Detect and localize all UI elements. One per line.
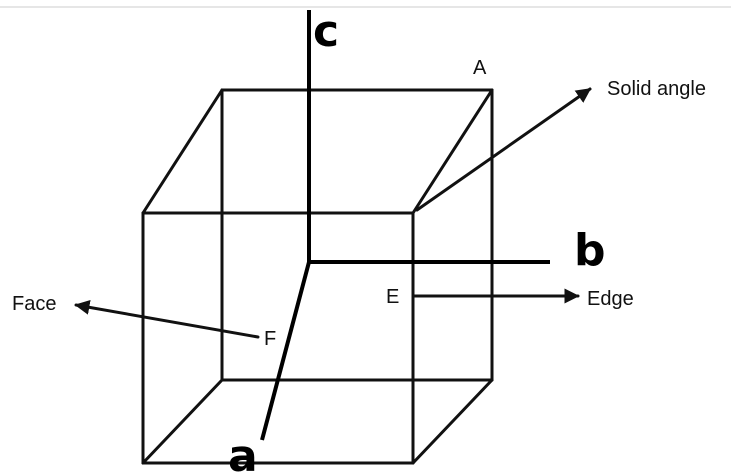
face-arrow [74,299,260,339]
axis-a-label: a [228,431,258,473]
axis-b-label: b [574,225,606,276]
edge-label: Edge [587,288,634,310]
axis-c-label: c [313,6,339,57]
face-label: Face [12,293,56,315]
axis-a-line [260,261,311,441]
cube-connecting-edges [141,88,494,465]
point-e-label: E [386,286,399,308]
solid-angle-label: Solid angle [607,78,706,100]
cube-back-face [220,88,494,382]
cube-front-face [141,211,415,465]
point-f-label: F [264,328,276,350]
solid-angle-arrow [415,87,592,212]
vertex-a-label: A [473,57,487,79]
